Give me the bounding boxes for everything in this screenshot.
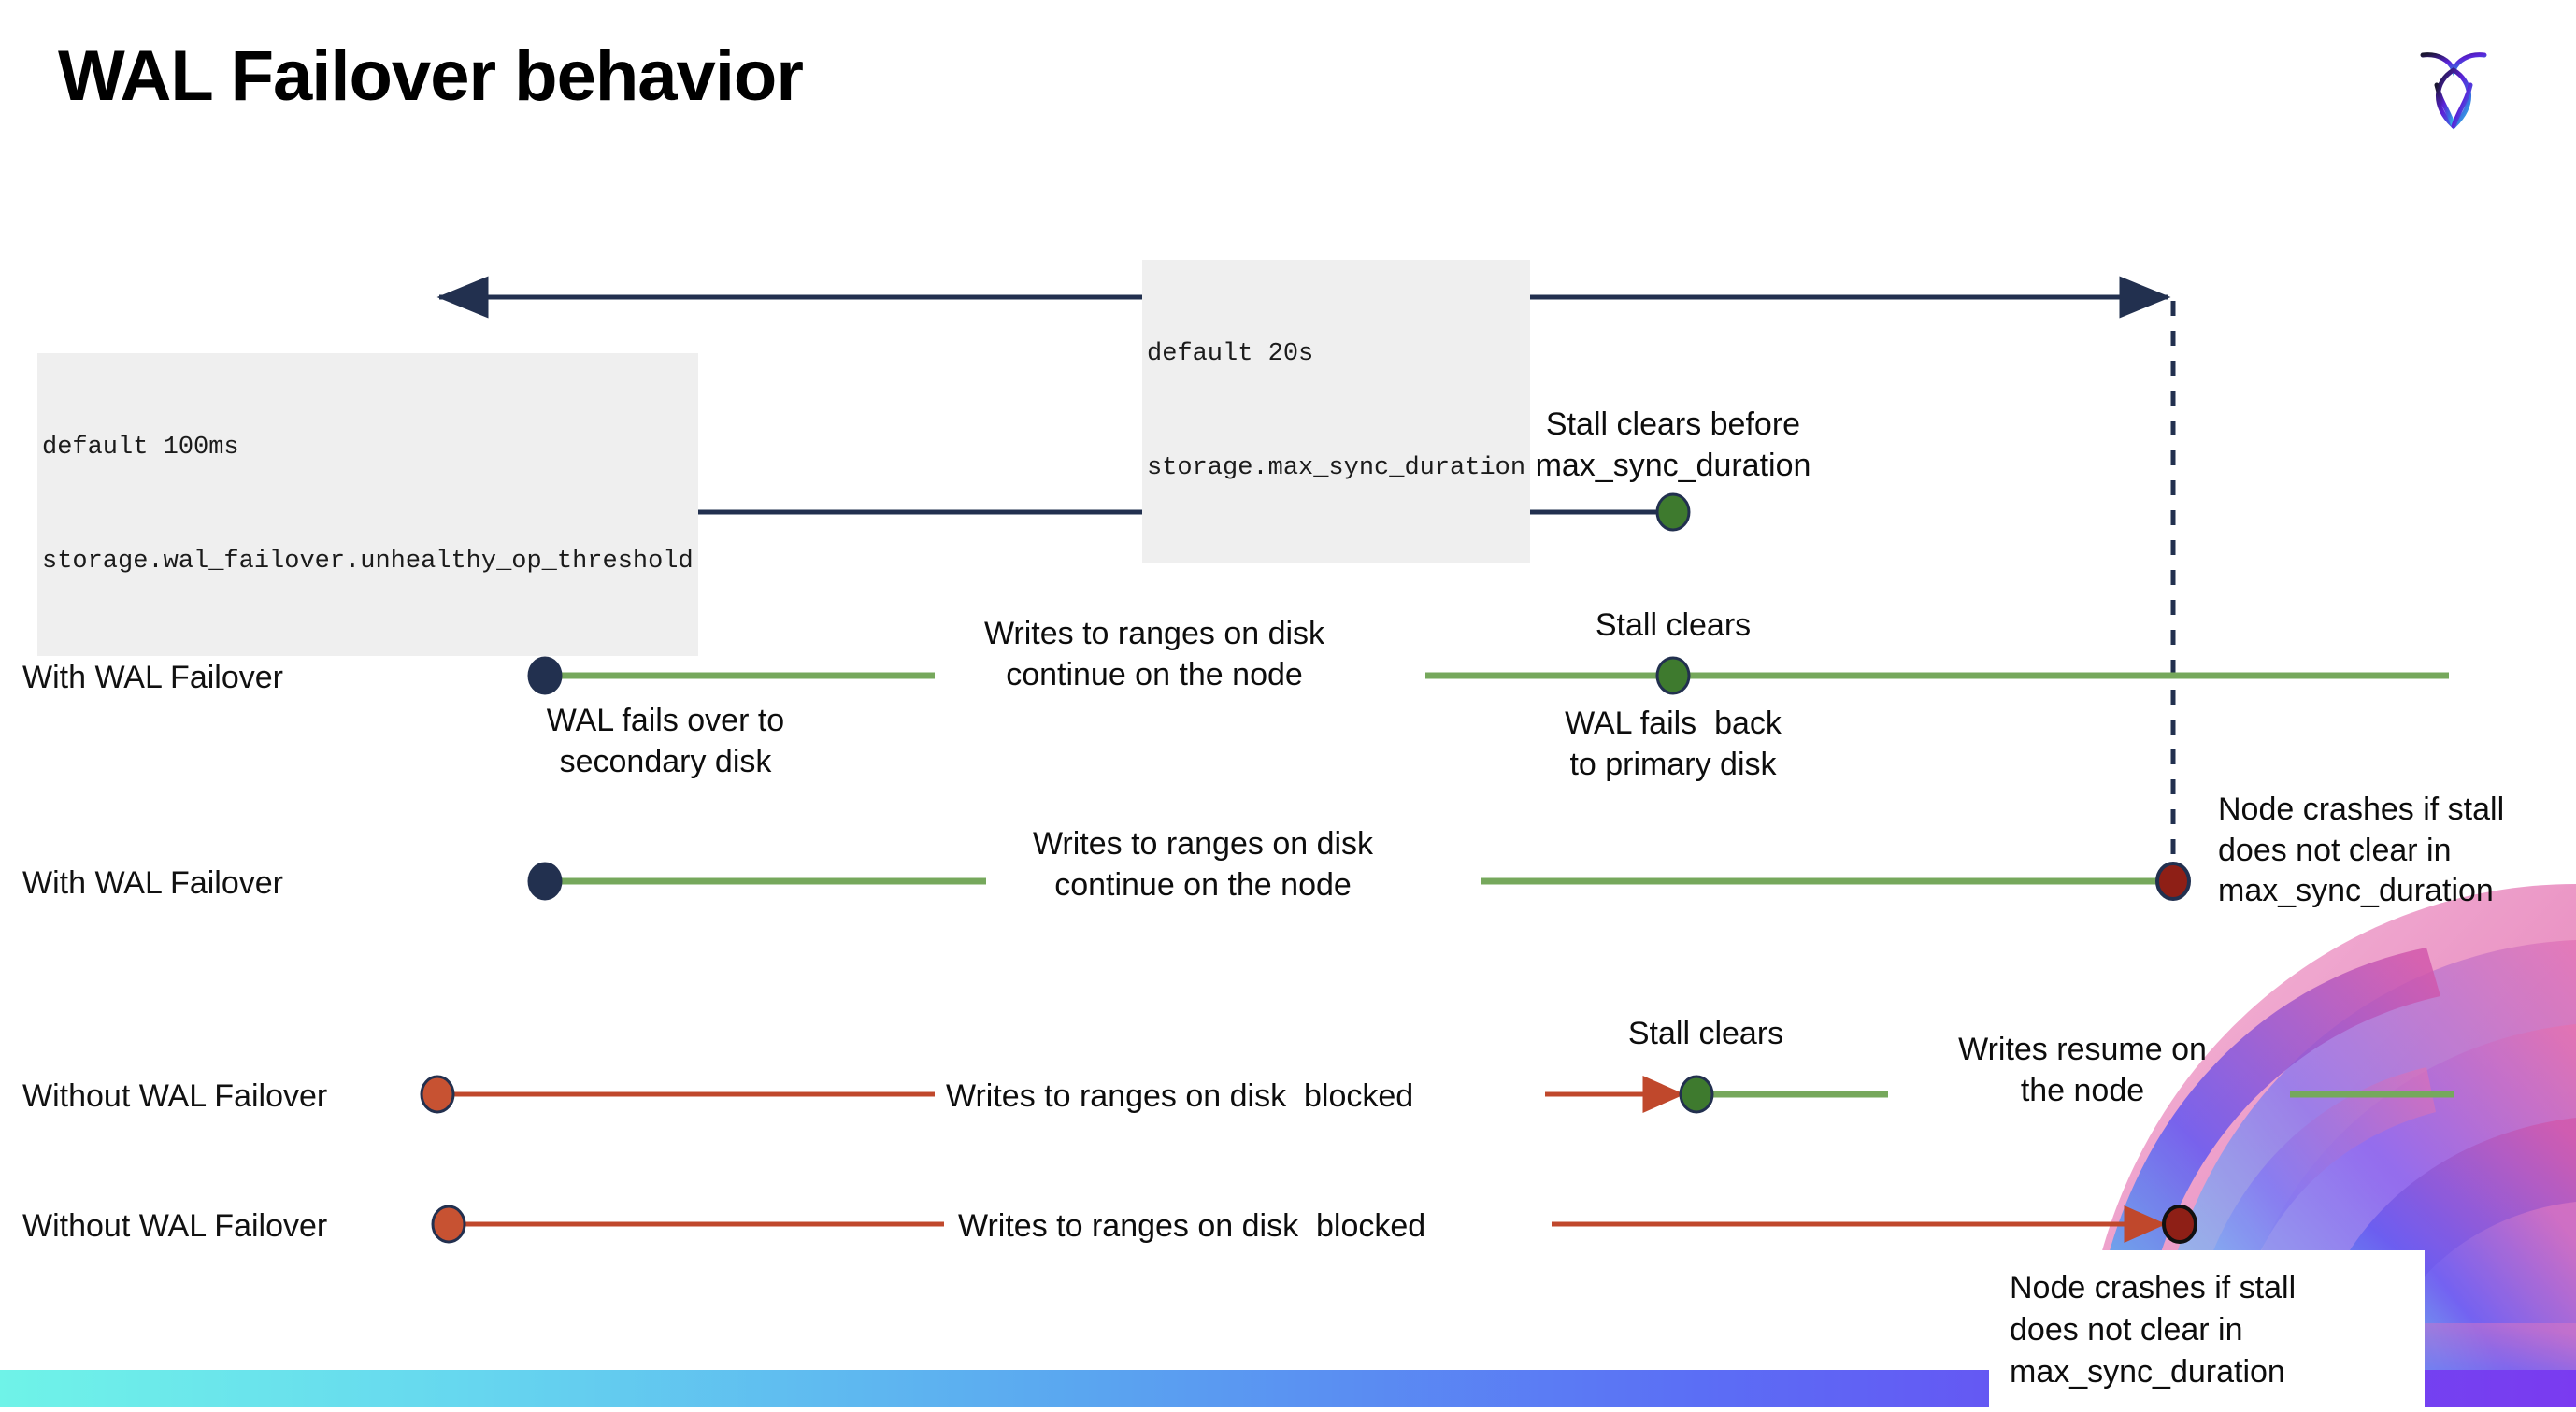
annotation-stall-clears-row2: Stall clears	[1595, 607, 1752, 643]
row-label-with-wal-failover-2: With WAL Failover	[22, 865, 283, 901]
annotation-writes-continue-row2: Writes to ranges on disk continue on the…	[983, 616, 1325, 692]
marker-failover-point	[527, 656, 563, 695]
annotation-wal-fails-back: WAL fails back to primary disk	[1565, 706, 1782, 782]
cockroachdb-logo	[2397, 33, 2510, 135]
annotation-node-crashes-row3: Node crashes if stall does not clear in …	[2218, 792, 2505, 909]
max-sync-default-text: default 20s	[1145, 335, 1316, 374]
annotation-writes-resume: Writes resume on the node	[1958, 1032, 2207, 1108]
row-label-with-wal-failover-1: With WAL Failover	[22, 660, 283, 695]
callout-node-crashes-row5: Node crashes if stall does not clear in …	[1989, 1250, 2425, 1412]
unhealthy-setting-text: storage.wal_failover.unhealthy_op_thresh…	[40, 542, 695, 580]
marker-stall-clears	[1655, 492, 1691, 532]
unhealthy-default-text: default 100ms	[40, 429, 241, 467]
annotation-stall-clears-before-max-sync: Stall clears before max_sync_duration	[1535, 406, 1811, 483]
marker-failover-point	[527, 862, 563, 901]
annotation-stall-clears-row4: Stall clears	[1627, 1016, 1784, 1051]
annotation-writes-continue-row3: Writes to ranges on disk continue on the…	[1032, 826, 1374, 903]
marker-stall-start	[420, 1075, 455, 1114]
lane-without-wal-failover-survives	[420, 1075, 2454, 1114]
annotation-writes-blocked-row4: Writes to ranges on disk blocked	[946, 1078, 1414, 1114]
marker-node-crash	[2155, 862, 2191, 901]
max-sync-duration-annotation: default 20s storage.max_sync_duration	[1142, 260, 1531, 563]
marker-stall-start	[431, 1205, 466, 1244]
marker-node-crash	[2162, 1205, 2197, 1244]
lane-with-wal-failover-survives	[527, 656, 2449, 695]
marker-stall-clears	[1679, 1075, 1714, 1114]
row-label-without-wal-failover-1: Without WAL Failover	[22, 1078, 328, 1114]
annotation-node-crashes-row5: Node crashes if stall does not clear in …	[2010, 1270, 2297, 1390]
annotation-wal-fails-over: WAL fails over to secondary disk	[546, 703, 785, 779]
max-sync-setting-text: storage.max_sync_duration	[1145, 449, 1528, 487]
annotation-writes-blocked-row5: Writes to ranges on disk blocked	[958, 1208, 1426, 1244]
unhealthy-threshold-annotation: default 100ms storage.wal_failover.unhea…	[37, 353, 698, 656]
row-label-without-wal-failover-2: Without WAL Failover	[22, 1208, 328, 1244]
page-title: WAL Failover behavior	[58, 36, 804, 116]
marker-stall-clears	[1655, 656, 1691, 695]
